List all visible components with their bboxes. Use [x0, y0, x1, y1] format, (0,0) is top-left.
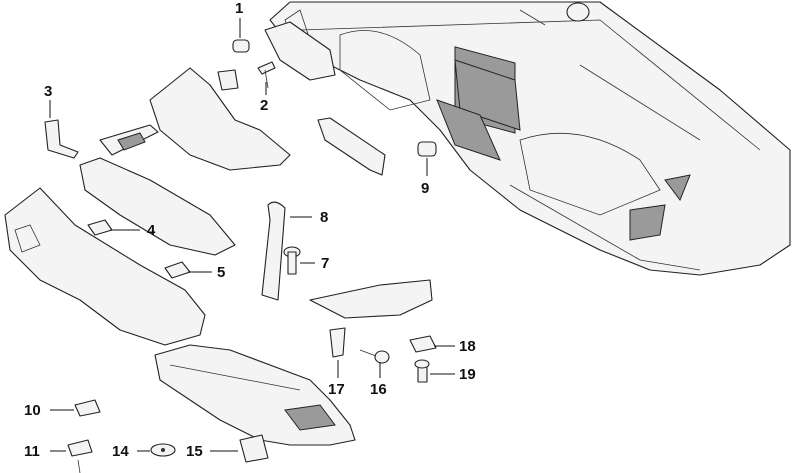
part-8-rod	[261, 201, 286, 301]
clip-small	[217, 69, 239, 91]
callout-14: 14	[112, 443, 129, 460]
callout-16: 16	[370, 381, 387, 398]
middle-trim-panel	[79, 157, 236, 256]
part-18-clip	[409, 335, 437, 353]
part-11-clip	[67, 439, 93, 457]
callout-15: 15	[186, 443, 203, 460]
part-5-clip	[164, 261, 191, 279]
part-15-bracket	[239, 434, 269, 463]
lower-right-bracket	[309, 279, 433, 319]
part-2-screw	[257, 61, 276, 89]
callout-5: 5	[217, 264, 225, 281]
part-10-clip	[74, 399, 101, 417]
callout-10: 10	[24, 402, 41, 419]
callout-18: 18	[459, 338, 476, 355]
callout-1: 1	[235, 0, 243, 17]
part-17-clip	[329, 327, 346, 358]
callout-8: 8	[320, 209, 328, 226]
dashboard-panel	[269, 1, 791, 276]
bracket-upper	[264, 21, 336, 81]
part-4-clip	[87, 219, 113, 236]
callout-19: 19	[459, 366, 476, 383]
bottom-floor-panel	[154, 344, 356, 446]
upper-trim-panel	[149, 67, 291, 171]
lower-trim-panel	[4, 187, 206, 346]
callout-9: 9	[421, 180, 429, 197]
plug-top-right	[566, 2, 590, 22]
callout-17: 17	[328, 381, 345, 398]
part-19-screw	[414, 359, 430, 383]
center-bracket	[317, 117, 386, 176]
part-1-grommet	[232, 39, 250, 53]
callout-7: 7	[321, 255, 329, 272]
part-16-screw	[359, 349, 390, 364]
callout-11: 11	[24, 443, 40, 460]
callout-2: 2	[260, 97, 268, 114]
part-9-grommet	[417, 141, 437, 157]
callout-3: 3	[44, 83, 52, 100]
part-7-bolt	[283, 246, 301, 275]
part-3-bracket	[44, 119, 79, 159]
callout-4: 4	[147, 222, 156, 239]
